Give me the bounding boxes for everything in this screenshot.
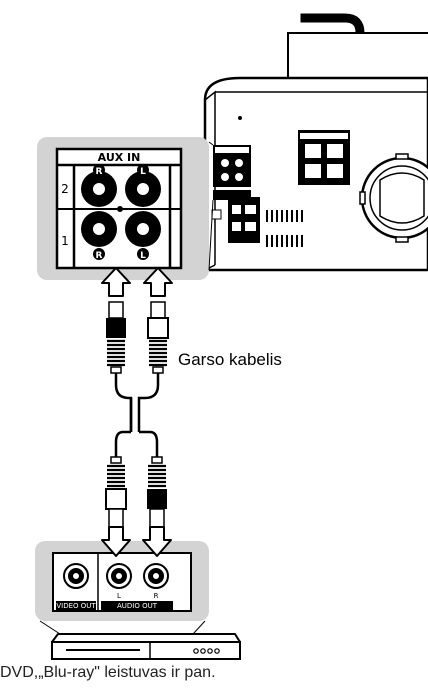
audio-cable [114,373,160,457]
arrow-into-aux-l [143,267,173,297]
badge-l-bottom: L [140,251,146,261]
dvd-player [51,633,241,660]
audio-out-label: AUDIO OUT [117,602,158,610]
speaker-terminal-block [228,197,260,239]
upper-plug-white [147,301,169,374]
row-label-2: 2 [61,182,69,196]
player-output-panel: VIDEO OUT L R AUDIO OUT [35,541,209,621]
badge-l-top: L [140,167,146,177]
audio-out-r-label: R [154,592,159,600]
audio-out-l-label: L [117,592,121,600]
cooling-fan [359,153,428,243]
lower-plug-red [147,456,167,528]
aux-in-panel: AUX IN 2 1 R L R L [37,137,209,280]
main-unit [203,13,428,272]
video-out-label: VIDEO OUT [56,602,96,610]
vent-slots [266,210,303,247]
badge-r-top: R [96,167,103,177]
badge-r-bottom: R [96,251,103,261]
cable-label: Garso kabelis [178,350,282,369]
aux-in-title: AUX IN [98,151,141,164]
row-label-1: 1 [61,234,69,248]
device-caption: DVD,„Blu-ray" leistuvas ir pan. [0,664,216,681]
upper-plug-red [106,301,126,374]
arrow-into-player-l [101,526,131,557]
lower-plug-white [105,456,127,528]
arrow-into-aux-r [101,267,131,297]
arrow-into-player-r [142,526,172,557]
